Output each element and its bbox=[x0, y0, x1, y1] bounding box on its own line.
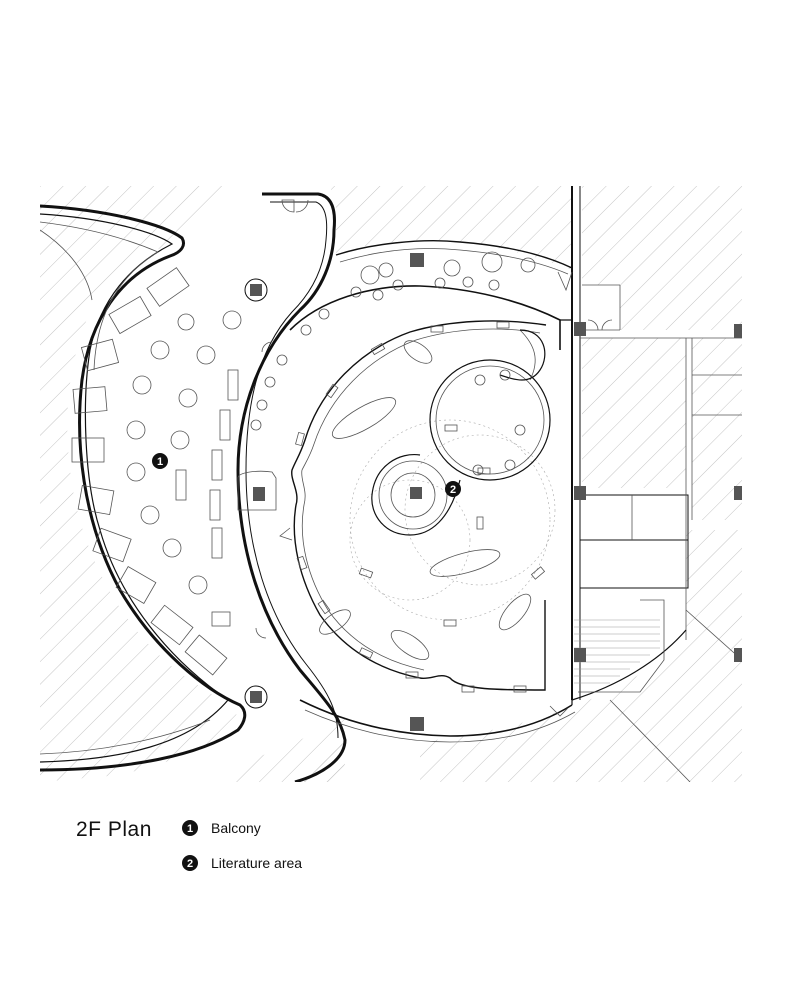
legend-2-label: Literature area bbox=[211, 855, 302, 871]
kiosk bbox=[237, 470, 277, 511]
balcony-crescent bbox=[40, 204, 247, 772]
legend-item-1: 1 Balcony bbox=[182, 820, 261, 836]
plan-title: 2F Plan bbox=[76, 818, 152, 841]
atrium-bookshelves bbox=[295, 321, 546, 693]
structural-columns bbox=[244, 253, 742, 731]
literature-spiral bbox=[349, 329, 556, 621]
doors bbox=[255, 199, 613, 717]
legend-1-number: 1 bbox=[187, 823, 193, 835]
marker-1-on-plan: 1 bbox=[152, 453, 168, 469]
atrium-stools bbox=[250, 251, 536, 476]
east-rooms bbox=[571, 186, 742, 782]
svg-text:2: 2 bbox=[450, 484, 456, 496]
hatched-exterior bbox=[40, 186, 742, 782]
legend-item-2: 2 Literature area bbox=[182, 855, 302, 871]
lounge-ellipses bbox=[319, 340, 532, 661]
legend-1-label: Balcony bbox=[211, 820, 261, 836]
atrium-outer-ring bbox=[289, 240, 576, 743]
balcony-seating bbox=[71, 267, 242, 676]
inner-curved-wall bbox=[236, 192, 347, 782]
svg-text:1: 1 bbox=[157, 456, 163, 468]
inner-atrium-wall bbox=[291, 320, 547, 691]
legend-2-number: 2 bbox=[187, 858, 193, 870]
marker-2-on-plan: 2 bbox=[445, 481, 461, 497]
